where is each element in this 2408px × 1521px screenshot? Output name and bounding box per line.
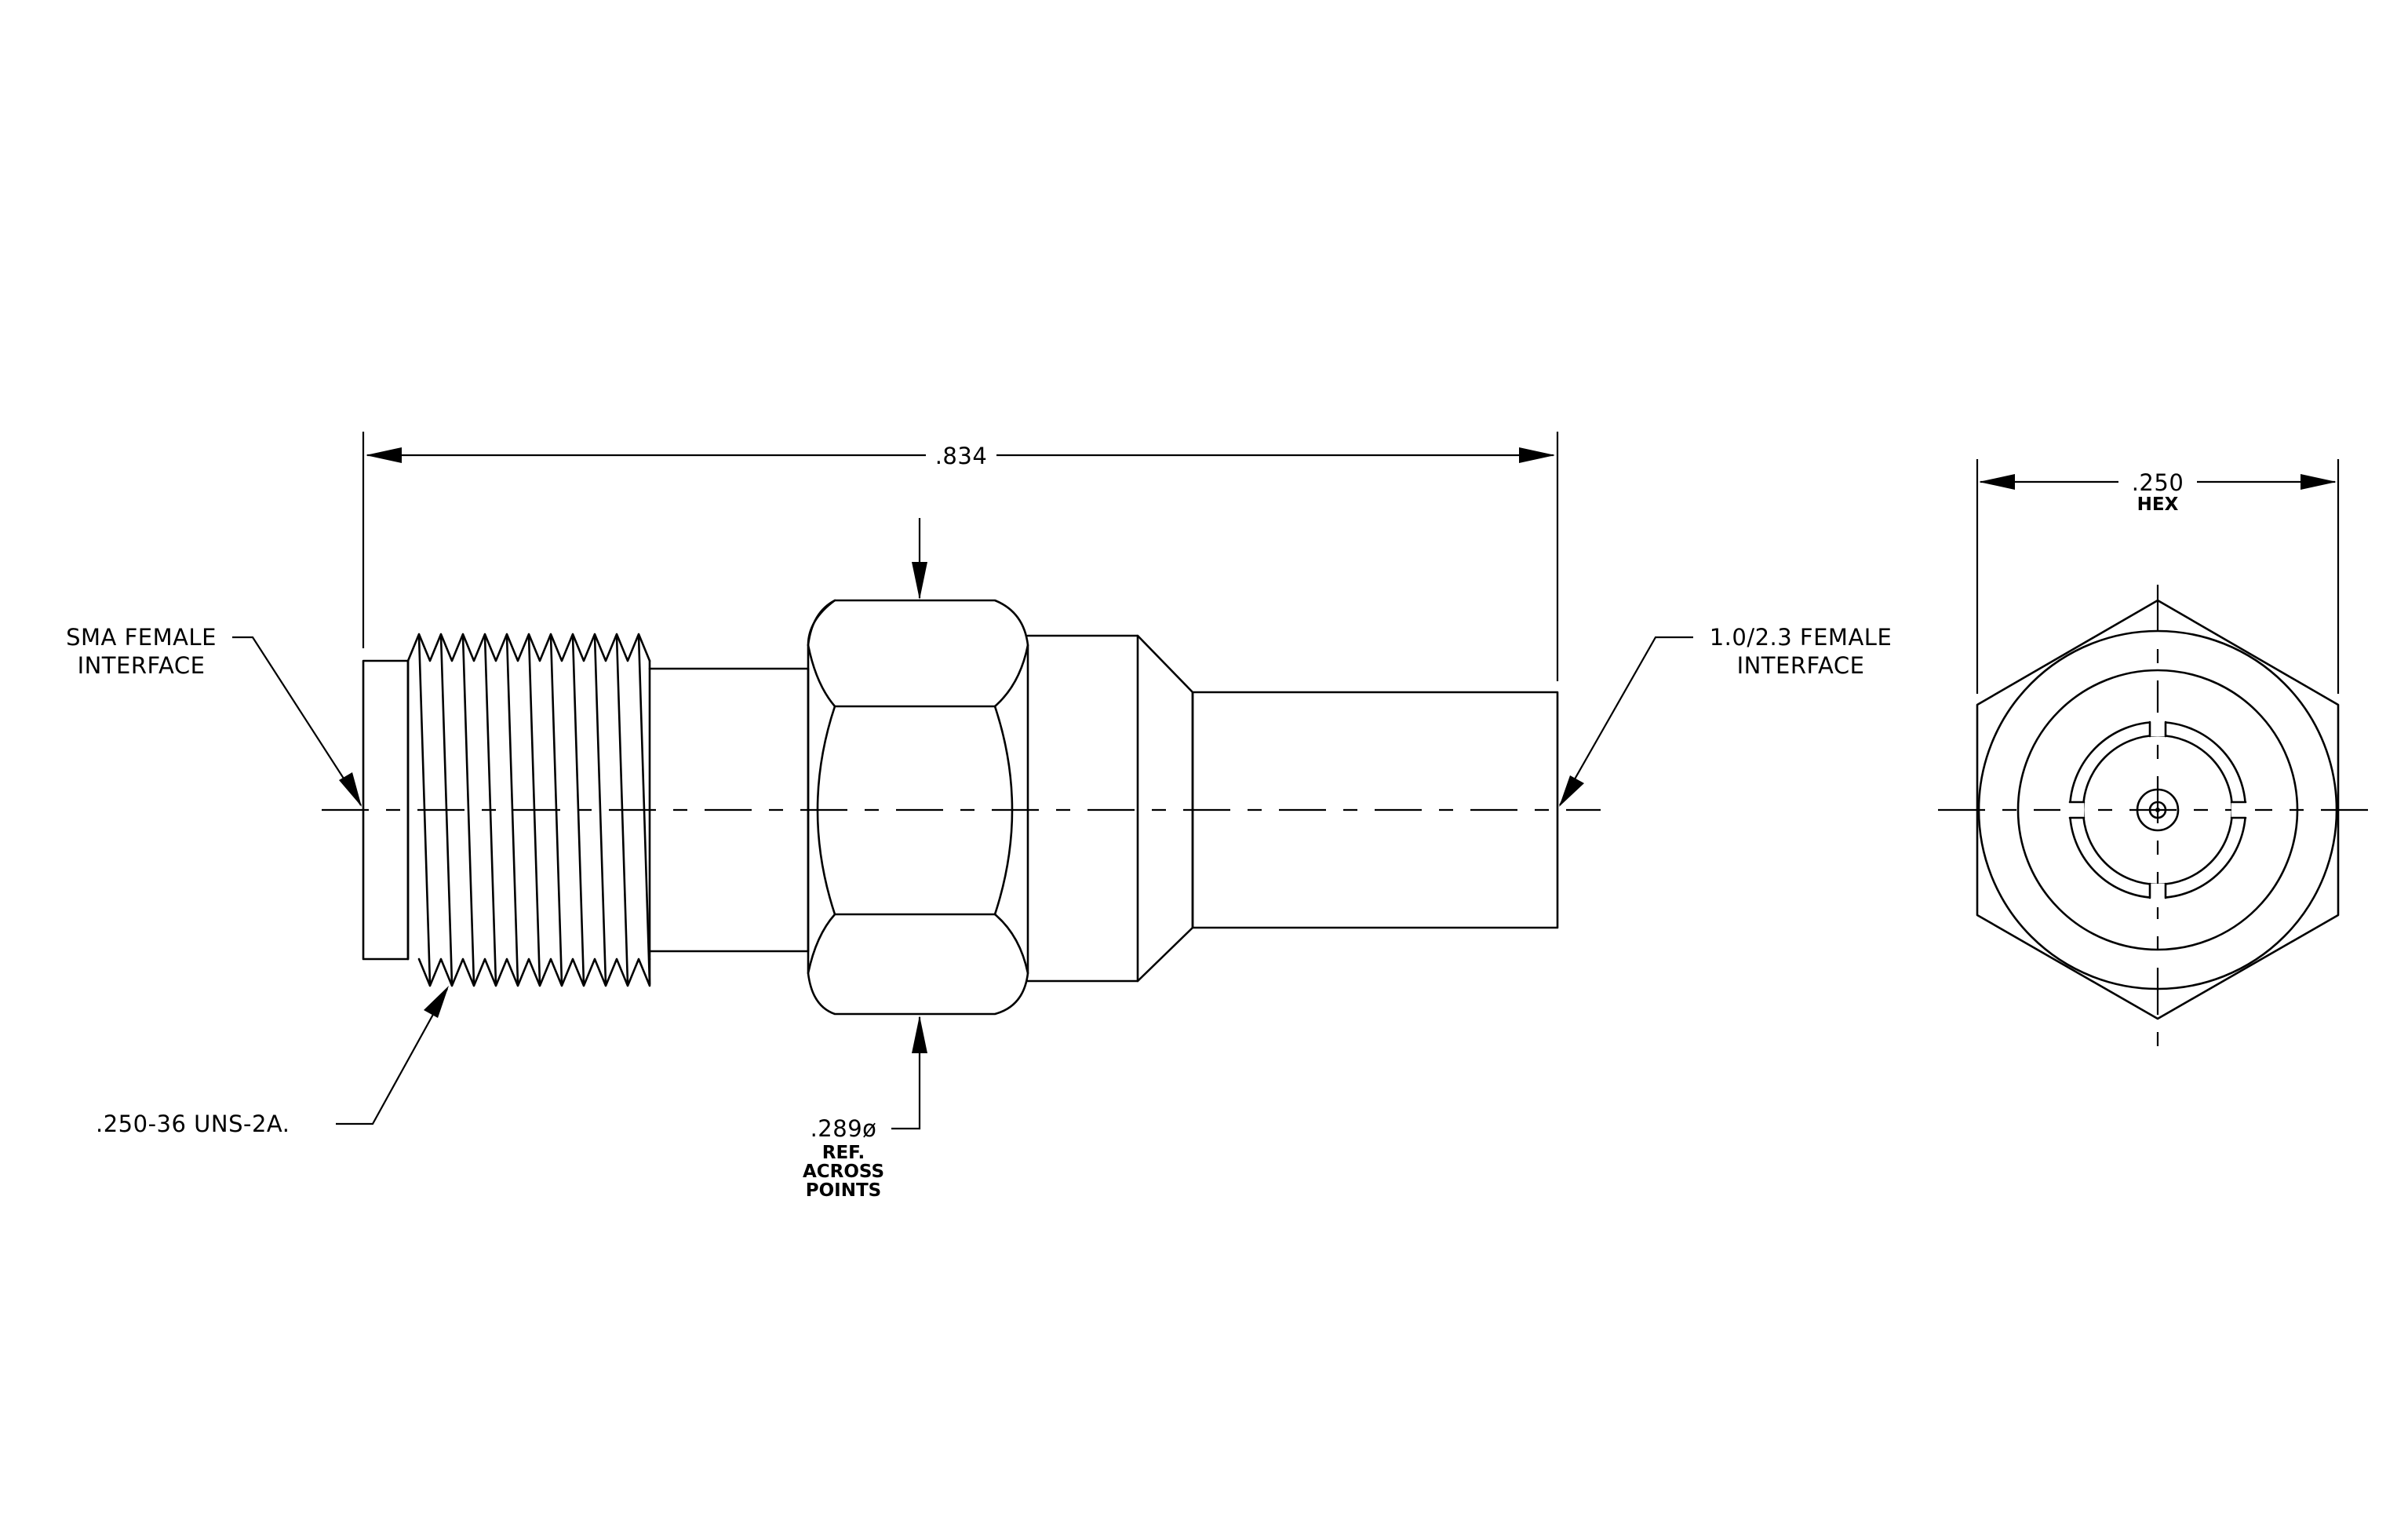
sma-interface-label-1: SMA FEMALE [66, 624, 217, 651]
overall-length-dimension: .834 [362, 432, 1559, 681]
thread-line [549, 634, 563, 986]
thread-line [593, 634, 607, 986]
threaded-section [406, 633, 651, 987]
end-view-pin-inner [2148, 801, 2167, 819]
thread-line [637, 634, 651, 986]
sma-interface-callout: SMA FEMALE INTERFACE [66, 624, 362, 807]
hex-size-label: .250 [2132, 469, 2184, 496]
female-interface-label-1: 1.0/2.3 FEMALE [1710, 624, 1893, 651]
hex-diameter-note-ref: REF. [822, 1143, 865, 1163]
contact-slots [2060, 713, 2255, 907]
thread-line [417, 634, 432, 986]
thread-line [439, 634, 454, 986]
thread-crests-top [406, 633, 651, 662]
thread-line [461, 634, 475, 986]
end-view-pin-outer [2136, 788, 2180, 832]
female-barrel [1191, 691, 1559, 929]
end-view-middle-circle [2016, 669, 2299, 951]
hex-size-note: HEX [2137, 494, 2179, 515]
sma-interface-label-2: INTERFACE [78, 652, 206, 679]
sma-front-face [362, 659, 410, 961]
thread-crests-bottom [417, 957, 651, 987]
body-collar [1026, 634, 1194, 983]
thread-spec-callout: .250-36 UNS-2A. [96, 986, 449, 1137]
thread-line [527, 634, 541, 986]
end-view-outer-circle [1977, 629, 2338, 990]
hex-size-dimension: .250 HEX [1976, 459, 2340, 694]
end-view: .250 HEX [1938, 459, 2377, 1056]
end-view-hexagon [1976, 599, 2340, 1020]
female-interface-callout: 1.0/2.3 FEMALE INTERFACE [1559, 624, 1892, 807]
hex-diameter-note-across: ACROSS [803, 1162, 884, 1182]
thread-line [615, 634, 629, 986]
thread-line [505, 634, 519, 986]
overall-length-label: .834 [935, 443, 988, 469]
female-interface-label-2: INTERFACE [1737, 652, 1865, 679]
hex-diameter-label: .289ø [811, 1115, 877, 1142]
hex-nut [807, 599, 1029, 1016]
thread-line [571, 634, 585, 986]
hex-diameter-callout: .289ø REF. ACROSS POINTS [803, 518, 927, 1201]
side-view: .834 SMA FEMALE INTERFACE 1.0/2.3 FEMALE… [66, 432, 1892, 1201]
hex-diameter-note-points: POINTS [806, 1180, 881, 1201]
thread-line [483, 634, 497, 986]
thread-spec-label: .250-36 UNS-2A. [96, 1111, 290, 1137]
